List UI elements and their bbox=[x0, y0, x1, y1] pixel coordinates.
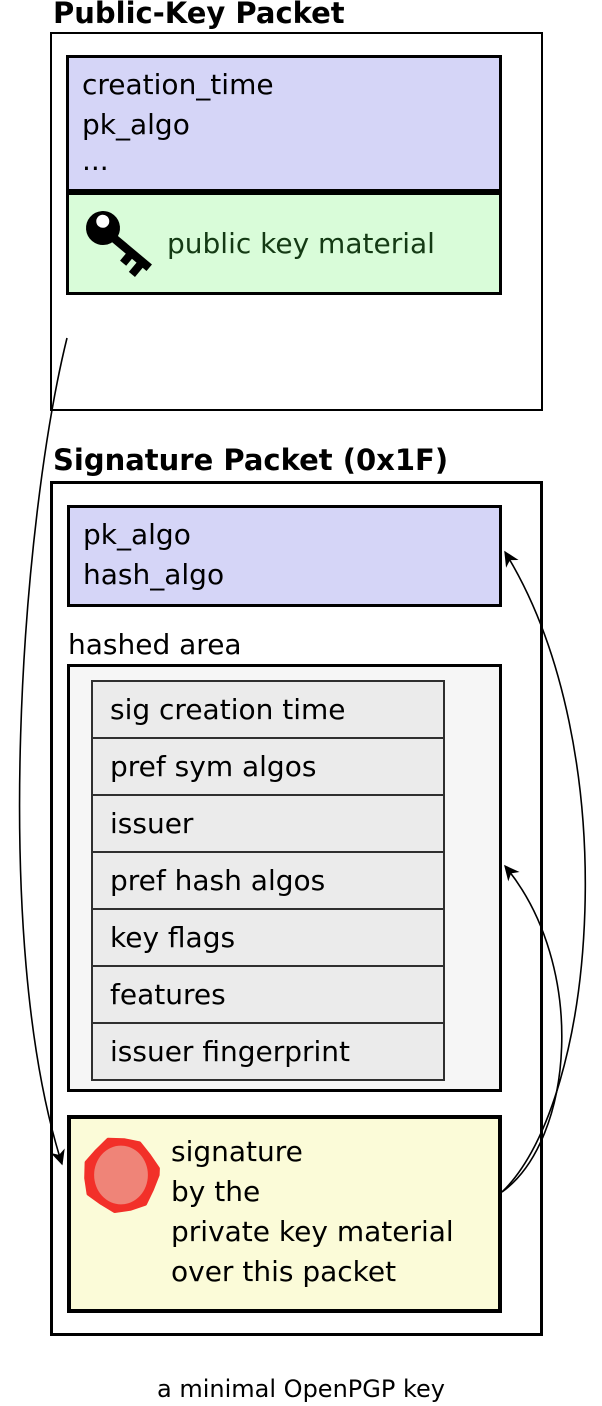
pubkey-header-fields-box: creation_time pk_algo ... bbox=[66, 55, 502, 192]
field-creation-time: creation_time bbox=[82, 68, 274, 101]
sig-header-fields-box: pk_algo hash_algo bbox=[67, 505, 502, 607]
subpacket-row-issuer: issuer bbox=[93, 796, 443, 853]
signature-packet-title: Signature Packet (0x1F) bbox=[53, 443, 449, 477]
field-pk-algo: pk_algo bbox=[82, 108, 190, 141]
subpacket-row-features: features bbox=[93, 967, 443, 1024]
signature-box: signature by the private key material ov… bbox=[67, 1115, 502, 1313]
subpacket-row-sig-creation-time: sig creation time bbox=[93, 682, 443, 739]
subpacket-row-pref-hash-algos: pref hash algos bbox=[93, 853, 443, 910]
subpacket-row-pref-sym-algos: pref sym algos bbox=[93, 739, 443, 796]
subpacket-row-key-flags: key flags bbox=[93, 910, 443, 967]
hashed-area-box: sig creation time pref sym algos issuer … bbox=[67, 664, 502, 1092]
signature-text-line-4: over this packet bbox=[171, 1255, 397, 1288]
field-ellipsis: ... bbox=[82, 144, 109, 177]
signature-text-line-3: private key material bbox=[171, 1215, 454, 1248]
signature-description: signature by the private key material ov… bbox=[171, 1132, 454, 1292]
signature-text-line-1: signature bbox=[171, 1135, 303, 1168]
subpacket-table: sig creation time pref sym algos issuer … bbox=[91, 680, 445, 1081]
field-pk-algo-sig: pk_algo bbox=[83, 518, 191, 551]
public-key-material-label: public key material bbox=[167, 227, 435, 260]
public-key-packet-title: Public-Key Packet bbox=[53, 0, 345, 30]
key-icon bbox=[86, 210, 152, 277]
hashed-area-label: hashed area bbox=[68, 628, 242, 661]
field-hash-algo: hash_algo bbox=[83, 558, 225, 591]
public-key-material-box: public key material bbox=[66, 192, 502, 295]
diagram-caption: a minimal OpenPGP key bbox=[157, 1375, 445, 1403]
wax-seal-icon bbox=[84, 1137, 160, 1214]
subpacket-row-issuer-fingerprint: issuer fingerprint bbox=[110, 1035, 351, 1068]
signature-text-line-2: by the bbox=[171, 1175, 261, 1208]
